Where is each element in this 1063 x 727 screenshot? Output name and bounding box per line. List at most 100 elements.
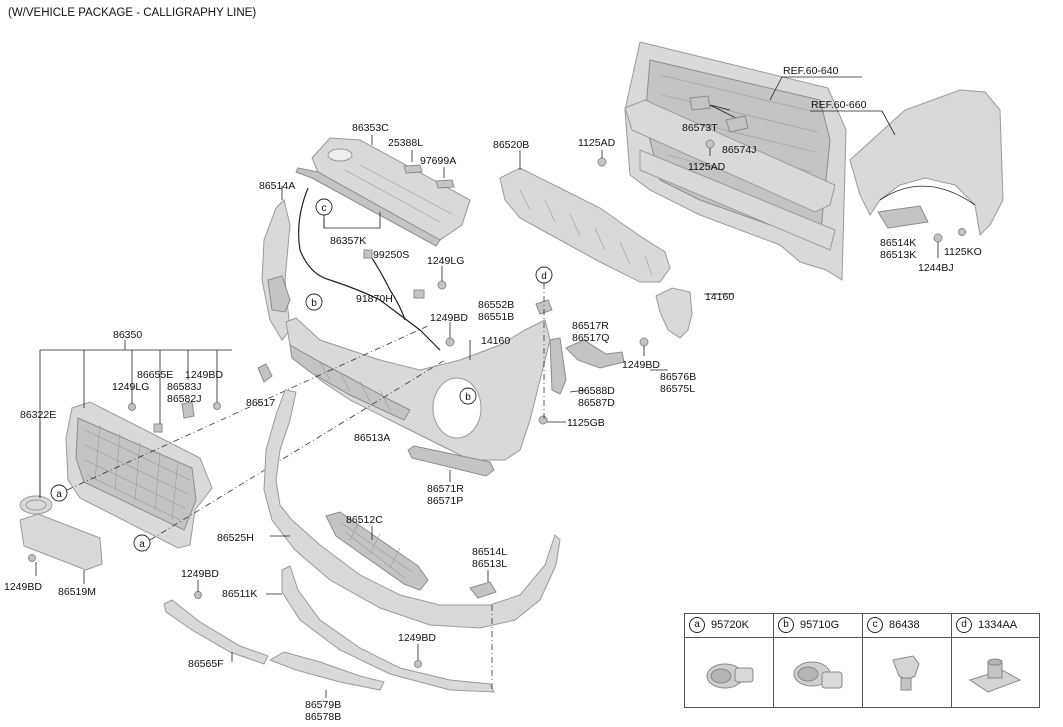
label-1249BD-b: 1249BD bbox=[622, 359, 660, 371]
side-molding-86514A bbox=[261, 199, 291, 341]
lower-strip-86511K bbox=[281, 565, 495, 693]
lower-garnish-86571R bbox=[407, 445, 495, 477]
label-86350: 86350 bbox=[113, 329, 142, 341]
legend-cell-b: b 95710G bbox=[774, 614, 863, 707]
label-86587D: 86587D bbox=[578, 397, 615, 409]
label-1249BD-c: 1249BD bbox=[185, 369, 223, 381]
svg-text:b: b bbox=[465, 392, 471, 403]
label-86573T: 86573T bbox=[682, 122, 718, 134]
label-86579B: 86579B bbox=[305, 699, 341, 711]
callout-d: d bbox=[535, 266, 553, 284]
sensor-95710G-icon bbox=[793, 661, 843, 689]
front-bumper-cover-86513A bbox=[285, 317, 551, 461]
fender-bracket-86514K bbox=[877, 205, 929, 229]
label-86514A: 86514A bbox=[259, 180, 295, 192]
label-1249BD-d: 1249BD bbox=[4, 581, 42, 593]
label-86583J: 86583J bbox=[167, 381, 201, 393]
lower-grille-86512C bbox=[325, 511, 429, 591]
bracket-86519M bbox=[19, 513, 103, 571]
label-86525H: 86525H bbox=[217, 532, 254, 544]
energy-absorber-86520B bbox=[499, 167, 671, 283]
label-25388L bbox=[403, 164, 423, 174]
callout-a-lower: a bbox=[133, 534, 151, 552]
callout-b-bumper: b bbox=[459, 387, 477, 405]
grille-emblem-86322E bbox=[19, 495, 53, 515]
label-86520B: 86520B bbox=[493, 139, 529, 151]
label-91870H: 91870H bbox=[356, 293, 393, 305]
legend-cell-c: c 86438 bbox=[863, 614, 952, 707]
label-86514L: 86514L bbox=[472, 546, 507, 558]
legend-part-a: 95720K bbox=[711, 619, 749, 631]
label-86322E: 86322E bbox=[20, 409, 56, 421]
label-1249BD-a: 1249BD bbox=[430, 312, 468, 324]
wiring-harness-91870H bbox=[298, 187, 441, 351]
label-1249LG-b: 1249LG bbox=[112, 381, 149, 393]
label-86578B: 86578B bbox=[305, 711, 341, 723]
bolt-1244BJ bbox=[933, 233, 943, 258]
callout-b-upper: b bbox=[305, 293, 323, 311]
label-86519M: 86519M bbox=[58, 586, 96, 598]
bolt-1125AD-b bbox=[705, 139, 715, 156]
label-1125AD-a: 1125AD bbox=[578, 137, 616, 149]
label-86588D: 86588D bbox=[578, 385, 615, 397]
svg-text:a: a bbox=[56, 489, 62, 500]
label-86576B: 86576B bbox=[660, 371, 696, 383]
legend-cell-a: a 95720K bbox=[685, 614, 774, 707]
clip-86438-icon bbox=[892, 655, 920, 691]
label-14160-a: 14160 bbox=[705, 291, 734, 303]
legend-letter-d: d bbox=[956, 617, 972, 633]
nut-1334AA-icon bbox=[968, 658, 1022, 693]
svg-text:b: b bbox=[311, 298, 317, 309]
label-86571R: 86571R bbox=[427, 483, 464, 495]
label-1244BJ: 1244BJ bbox=[918, 262, 954, 274]
label-86513K: 86513K bbox=[880, 249, 916, 261]
label-86551B: 86551B bbox=[478, 311, 514, 323]
label-86574J: 86574J bbox=[722, 144, 756, 156]
legend-part-b: 95710G bbox=[800, 619, 840, 631]
bolt-1125KO bbox=[958, 228, 966, 236]
label-86513A: 86513A bbox=[354, 432, 390, 444]
label-97699A bbox=[435, 179, 455, 189]
label-86517: 86517 bbox=[246, 397, 275, 409]
bracket-86583J-86582J bbox=[181, 401, 195, 419]
label-86655E: 86655E bbox=[137, 369, 173, 381]
radiator-support-frame bbox=[624, 41, 847, 281]
label-86514K: 86514K bbox=[880, 237, 916, 249]
label-86512C: 86512C bbox=[346, 514, 383, 526]
label-1249BD-f: 1249BD bbox=[398, 632, 436, 644]
label-1125KO: 1125KO bbox=[944, 246, 982, 258]
bolt-1125AD-a bbox=[597, 150, 607, 167]
bolt-1249BD-f bbox=[414, 644, 422, 668]
legend-letter-b: b bbox=[778, 617, 794, 633]
label-86513L: 86513L bbox=[472, 558, 507, 570]
legend-letter-c: c bbox=[867, 617, 883, 633]
label-1125GB: 1125GB bbox=[567, 417, 605, 429]
bolt-1249BD-c bbox=[213, 380, 221, 410]
label-25388L-text: 25388L bbox=[388, 137, 423, 149]
strip-86357K bbox=[295, 167, 441, 247]
label-86552B: 86552B bbox=[478, 299, 514, 311]
bolt-1249LG-a bbox=[437, 266, 447, 290]
legend-letter-a: a bbox=[689, 617, 705, 633]
ref-label-60-640: REF.60-640 bbox=[783, 65, 839, 77]
label-1249LG-a: 1249LG bbox=[427, 255, 464, 267]
bracket-86576B-86575L bbox=[655, 287, 693, 339]
bracket-86517 bbox=[257, 363, 273, 383]
label-97699A-text: 97699A bbox=[420, 155, 456, 167]
label-86575L: 86575L bbox=[660, 383, 695, 395]
svg-text:c: c bbox=[322, 203, 327, 214]
diagram-title: (W/VEHICLE PACKAGE - CALLIGRAPHY LINE) bbox=[8, 7, 256, 19]
label-86517Q: 86517Q bbox=[572, 332, 609, 344]
legend-part-d: 1334AA bbox=[978, 619, 1018, 631]
label-86571P: 86571P bbox=[427, 495, 463, 507]
sensor-95720K-icon bbox=[706, 663, 754, 689]
ref-label-60-660: REF.60-660 bbox=[811, 99, 867, 111]
svg-text:a: a bbox=[139, 539, 145, 550]
label-1249BD-e: 1249BD bbox=[181, 568, 219, 580]
label-86517R: 86517R bbox=[572, 320, 609, 332]
label-99250S: 99250S bbox=[373, 249, 409, 261]
svg-text:d: d bbox=[541, 271, 547, 282]
side-strip-86565F bbox=[163, 599, 269, 665]
clip-1249LG-a bbox=[413, 289, 425, 299]
